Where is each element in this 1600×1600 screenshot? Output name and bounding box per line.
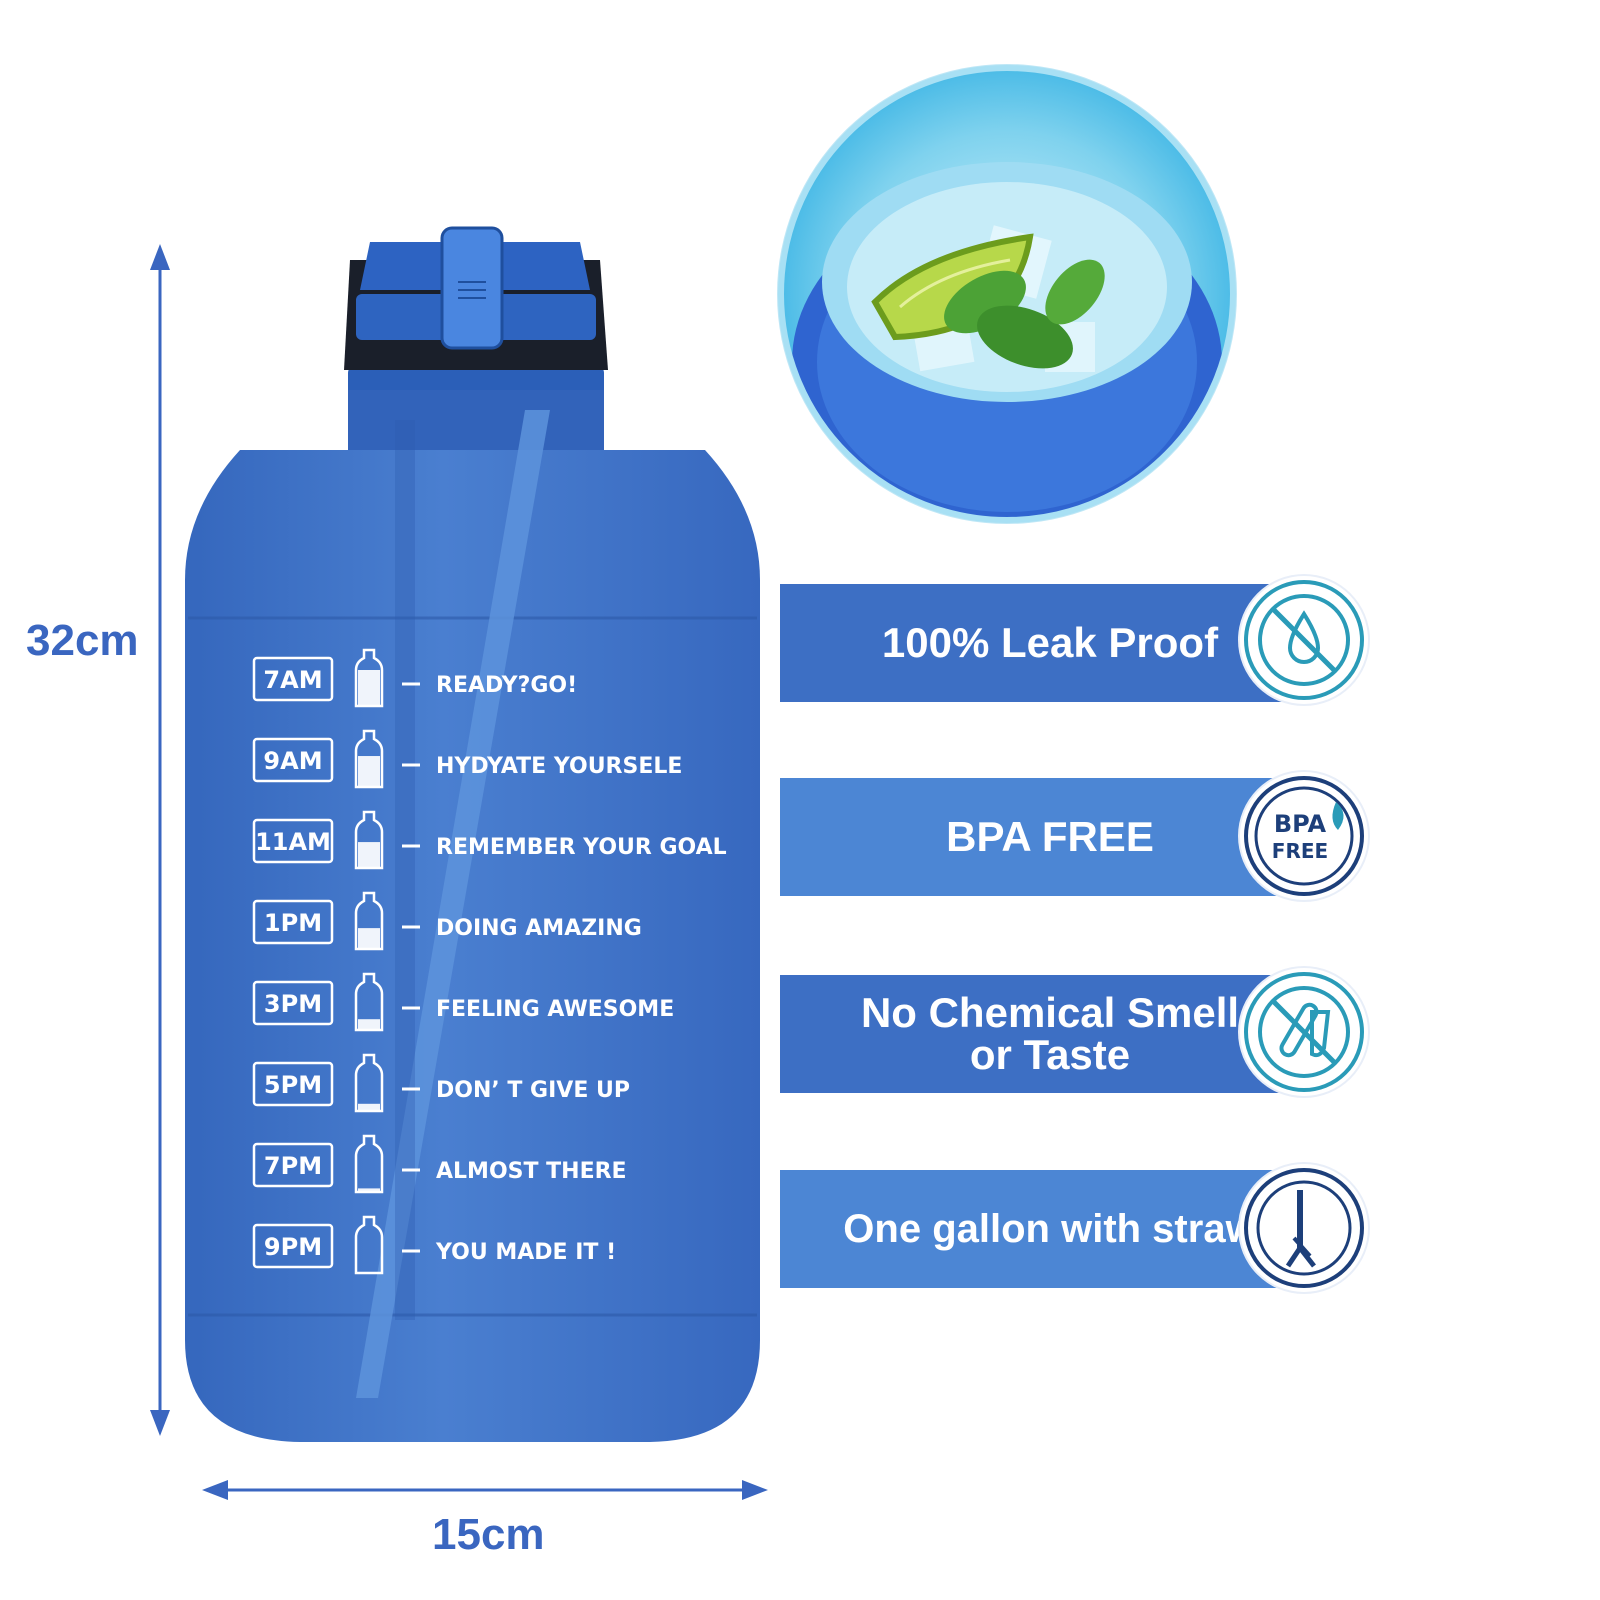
time-box	[252, 980, 334, 1026]
svg-text:FREE: FREE	[1272, 839, 1328, 863]
feature-banner-straw: One gallon with straw	[780, 1170, 1320, 1288]
height-label: 32cm	[26, 616, 139, 665]
time-box	[252, 1223, 334, 1269]
mini-bottle-fill	[358, 928, 380, 949]
mini-bottle-icon	[354, 891, 384, 951]
feature-banner-leak-proof: 100% Leak Proof	[780, 584, 1320, 702]
time-box	[252, 1061, 334, 1107]
schedule-row: 9PM YOU MADE IT !	[252, 1215, 616, 1275]
svg-text:BPA: BPA	[1274, 810, 1327, 838]
motivation-label: YOU MADE IT !	[435, 1240, 616, 1265]
mini-bottle-icon	[354, 729, 384, 789]
time-label: 5PM	[264, 1071, 322, 1099]
schedule-row: 5PM DON’ T GIVE UP	[252, 1053, 630, 1113]
time-box	[252, 899, 334, 945]
time-label: 1PM	[264, 909, 322, 937]
motivation-label: READY?GO!	[436, 673, 577, 698]
mini-bottle-icon	[354, 1053, 384, 1113]
time-label: 9AM	[263, 747, 322, 775]
time-box	[252, 737, 334, 783]
mini-bottle-icon	[354, 810, 384, 870]
time-box	[252, 818, 334, 864]
mini-bottle-icon	[354, 1215, 384, 1275]
time-label: 11AM	[255, 828, 331, 856]
mini-bottle-fill	[358, 842, 380, 868]
mini-bottle-fill	[358, 670, 380, 706]
mini-bottle-fill	[358, 1188, 380, 1192]
motivation-label: DON’ T GIVE UP	[436, 1078, 630, 1103]
feature-banner-bpa-free: BPA FREE	[780, 778, 1320, 896]
mini-bottle-fill	[358, 1019, 380, 1030]
time-box	[252, 1142, 334, 1188]
mini-bottle-fill	[358, 756, 380, 787]
straw-icon	[1240, 1164, 1368, 1292]
no-chemical-icon	[1240, 968, 1368, 1096]
width-dimension-arrow	[202, 1480, 768, 1500]
schedule-row: 11AM REMEMBER YOUR GOAL	[252, 810, 727, 870]
motivation-label: FEELING AWESOME	[436, 997, 674, 1022]
time-label: 7PM	[264, 1152, 322, 1180]
schedule-row: 7PM ALMOST THERE	[252, 1134, 627, 1194]
feature-banner-no-chemical: No Chemical Smell or Taste	[780, 975, 1320, 1093]
height-dimension-arrow	[150, 244, 170, 1436]
water-bottle-image	[185, 226, 760, 1442]
mini-bottle-fill	[358, 1103, 380, 1111]
width-label: 15cm	[432, 1510, 545, 1559]
motivation-label: REMEMBER YOUR GOAL	[436, 835, 727, 860]
time-label: 3PM	[264, 990, 322, 1018]
mini-bottle-icon	[354, 1134, 384, 1194]
mini-bottle-icon	[354, 972, 384, 1032]
schedule-row: 3PM FEELING AWESOME	[252, 972, 674, 1032]
motivation-label: DOING AMAZING	[436, 916, 642, 941]
lime-ice-bottle-mouth-image	[777, 64, 1237, 524]
time-marker-schedule: 7AM READY?GO! 9AM HYDYATE YOURSELE 11AM REMEM…	[252, 648, 727, 1275]
schedule-row: 7AM READY?GO!	[252, 648, 577, 708]
time-label: 7AM	[263, 666, 322, 694]
schedule-row: 1PM DOING AMAZING	[252, 891, 642, 951]
time-box	[252, 656, 334, 702]
schedule-row: 9AM HYDYATE YOURSELE	[252, 729, 682, 789]
time-label: 9PM	[264, 1233, 322, 1261]
mini-bottle-icon	[354, 648, 384, 708]
motivation-label: ALMOST THERE	[436, 1159, 627, 1184]
no-leak-icon	[1240, 576, 1368, 704]
bpa-free-icon: BPA FREE	[1240, 772, 1368, 900]
motivation-label: HYDYATE YOURSELE	[436, 754, 682, 779]
